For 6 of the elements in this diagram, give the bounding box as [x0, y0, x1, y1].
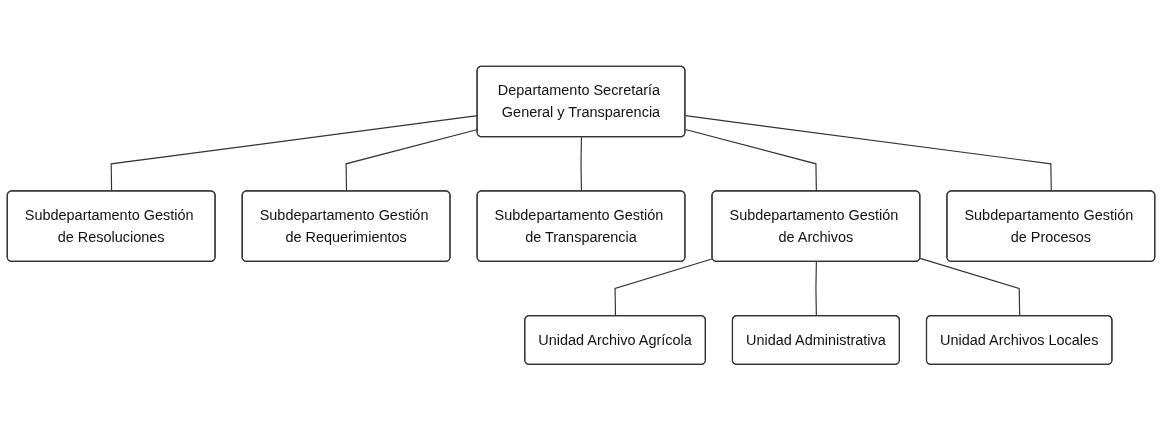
connector: [580, 136, 583, 193]
connector: [684, 129, 817, 193]
connector: [684, 115, 1052, 193]
connector: [815, 261, 817, 317]
connector: [614, 258, 714, 317]
connector: [919, 258, 1021, 317]
